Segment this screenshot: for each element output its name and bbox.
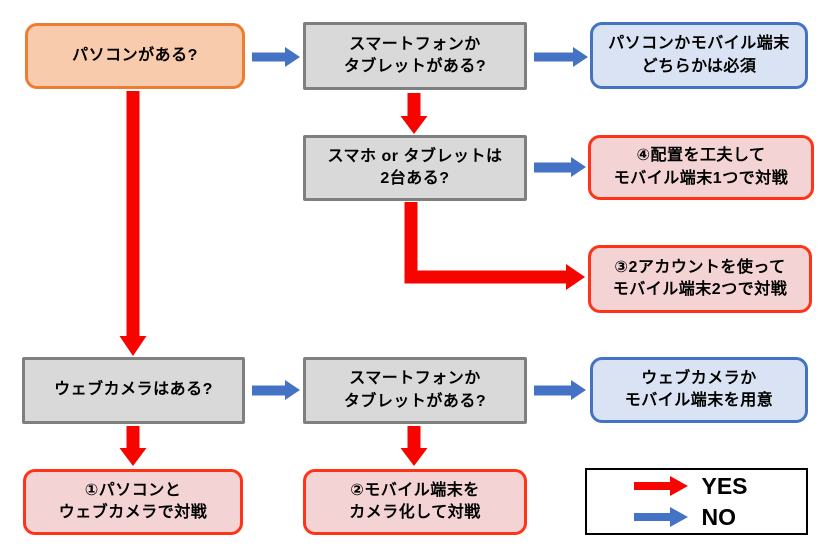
node-result4-one-mobile: ④配置を工夫して モバイル端末1つで対戦 (588, 135, 814, 200)
node-line: タブレットがある? (343, 392, 487, 410)
node-line: ウェブカメラか (641, 369, 757, 387)
node-two-devices-question: スマホ or タブレットは 2台ある? (303, 135, 527, 201)
no-arrow-two-devices-to-result4 (534, 157, 586, 177)
no-arrow-pc-to-smart (252, 47, 300, 67)
node-line: モバイル端末を用意 (624, 392, 774, 409)
yes-arrow-icon (633, 476, 688, 496)
yes-arrow-pc-to-webcam (119, 91, 147, 356)
node-webcam-question: ウェブカメラはある? (22, 357, 245, 424)
yes-arrow-webcam-to-result1 (119, 426, 147, 466)
node-result2-mobile-camera: ②モバイル端末を カメラ化して対戦 (303, 469, 527, 535)
legend-yes-label: YES (701, 472, 748, 499)
node-line: タブレットがある? (343, 58, 487, 75)
legend-box: YES NO (585, 468, 808, 535)
no-arrow-icon (633, 507, 688, 527)
node-pc-question: パソコンがある? (25, 23, 245, 89)
node-line: ③2アカウントを使って (614, 258, 786, 276)
no-arrow-smart-to-prepare (534, 380, 586, 400)
node-smartphone-tablet-question-bottom: スマートフォンか タブレットがある? (303, 357, 527, 424)
node-prepare-webcam-or-mobile: ウェブカメラか モバイル端末を用意 (590, 357, 808, 423)
node-smartphone-tablet-question-top: スマートフォンか タブレットがある? (303, 22, 527, 90)
node-line: ウェブカメラで対戦 (58, 504, 208, 521)
node-line: カメラ化して対戦 (349, 504, 481, 521)
node-pc-or-mobile-required: パソコンかモバイル端末 どちらかは必須 (590, 22, 808, 89)
node-line: 2台ある? (380, 170, 450, 187)
legend-no-row: NO (633, 503, 760, 531)
node-line: どちらかは必須 (641, 57, 757, 75)
yes-arrow-two-devices-to-result3 (404, 202, 585, 290)
legend-no-label: NO (701, 503, 737, 530)
no-arrow-smart-to-required (534, 47, 588, 67)
node-line: ウェブカメラはある? (54, 381, 213, 399)
yes-arrow-smart-to-result2 (400, 426, 428, 466)
node-line: スマホ or タブレットは (327, 147, 503, 165)
node-line: パソコンがある? (72, 46, 198, 64)
node-result1-pc-webcam: ①パソコンと ウェブカメラで対戦 (23, 469, 243, 535)
node-line: モバイル端末1つで対戦 (613, 169, 789, 187)
node-result3-two-mobiles: ③2アカウントを使って モバイル端末2つで対戦 (588, 245, 812, 313)
node-line: スマートフォンか (349, 370, 481, 388)
node-line: モバイル端末2つで対戦 (612, 281, 788, 298)
legend-yes-row: YES (633, 472, 760, 500)
no-arrow-webcam-to-smart (252, 380, 300, 400)
yes-arrow-smart-to-two-devices (400, 93, 428, 134)
node-line: パソコンかモバイル端末 (608, 35, 790, 53)
node-line: ①パソコンと (84, 481, 182, 499)
node-line: ②モバイル端末を (350, 481, 480, 499)
node-line: スマートフォンか (349, 35, 481, 53)
node-line: ④配置を工夫して (636, 147, 766, 165)
